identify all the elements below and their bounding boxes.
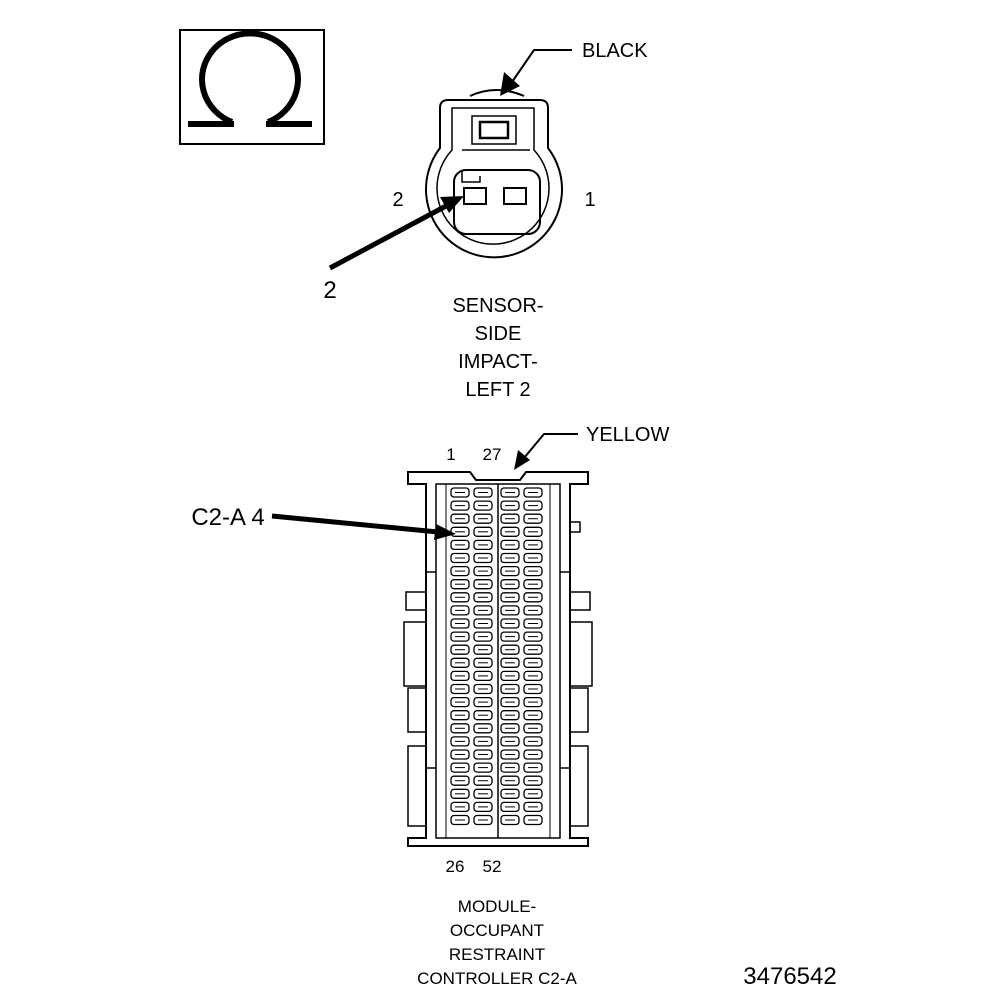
connector-color-label: BLACK (582, 40, 648, 62)
terminal-pin-1 (503, 187, 527, 205)
connector-title-line-4: CONTROLLER C2-A (417, 969, 577, 988)
connector-title-line-2: OCCUPANT (450, 921, 544, 940)
module-connector: YELLOW 1 27 C2-A 4 (191, 424, 669, 988)
callout-label: C2-A 4 (191, 504, 264, 531)
pin-label-top-left: 1 (446, 445, 455, 464)
housing-side-features (403, 521, 593, 827)
yellow-leader-arrow (514, 450, 530, 470)
callout-arrowhead (440, 196, 464, 213)
ohm-symbol-icon (179, 29, 325, 145)
connector-title-line-1: SENSOR- (452, 295, 543, 317)
sensor-connector: BLACK 2 1 2 SENSOR- SIDE IMPACT- LEFT 2 (323, 40, 648, 401)
black-leader-line (511, 49, 572, 83)
yellow-leader-line (523, 433, 578, 459)
connector-title-line-3: RESTRAINT (449, 945, 545, 964)
pin-label-left: 2 (392, 189, 403, 211)
connector-title-line-2: SIDE (475, 323, 522, 345)
connector-title-line-1: MODULE- (458, 897, 536, 916)
connector-title-line-4: LEFT 2 (465, 379, 530, 401)
pin-label-top-right: 27 (483, 445, 502, 464)
terminal-cavity-grid (450, 487, 543, 826)
figure-number: 3476542 (743, 963, 836, 990)
pin-label-bottom-right: 52 (483, 857, 502, 876)
pin-label-bottom-left: 26 (446, 857, 465, 876)
callout-arrow-line (271, 513, 439, 535)
pin-label-right: 1 (584, 189, 595, 211)
callout-arrowhead (434, 524, 456, 540)
connector-color-label: YELLOW (586, 424, 669, 446)
callout-arrow-line (328, 203, 448, 271)
terminal-pin-2 (463, 187, 487, 205)
connector-title-line-3: IMPACT- (458, 351, 538, 373)
callout-label: 2 (323, 277, 336, 304)
